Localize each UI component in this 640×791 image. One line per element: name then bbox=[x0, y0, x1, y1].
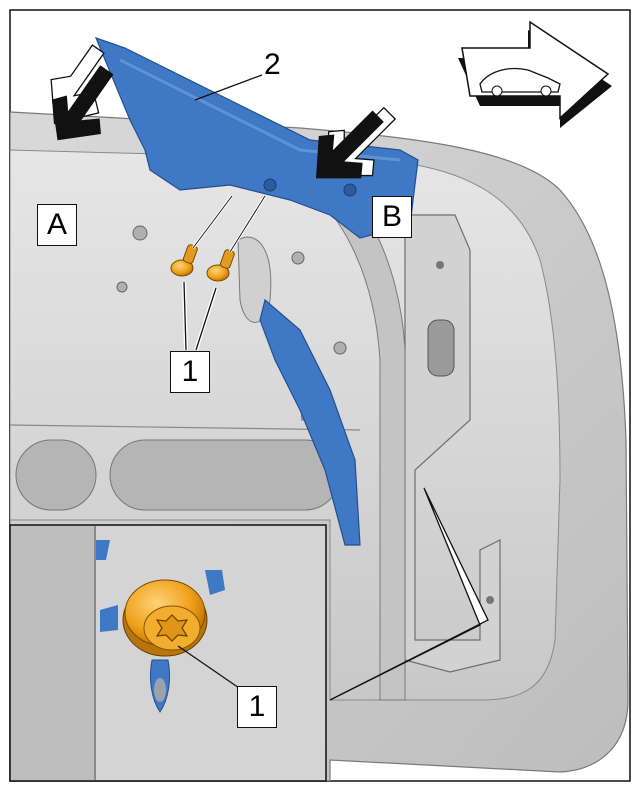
car-direction-icon bbox=[458, 20, 612, 128]
part-label-1: 1 bbox=[170, 351, 210, 393]
panel-opening bbox=[15, 439, 97, 511]
detail-inset bbox=[9, 524, 327, 782]
detail-label-1: 1 bbox=[237, 686, 277, 728]
panel-hole bbox=[116, 281, 128, 293]
arrow-b bbox=[315, 106, 397, 179]
bracket-slot bbox=[427, 319, 455, 377]
screw-right bbox=[206, 249, 235, 282]
trim-hole bbox=[343, 183, 357, 197]
part-label-2: 2 bbox=[264, 48, 281, 81]
panel-hole bbox=[291, 251, 305, 265]
panel-hole bbox=[132, 225, 148, 241]
bracket-hole bbox=[436, 261, 444, 269]
view-label-b: B bbox=[372, 196, 412, 238]
bracket-hole bbox=[486, 596, 494, 604]
trim-lower bbox=[259, 298, 361, 546]
torx-screw-icon bbox=[122, 579, 208, 657]
panel-hole bbox=[333, 341, 347, 355]
view-label-a: A bbox=[37, 204, 77, 246]
arrow-a bbox=[50, 44, 114, 141]
panel-opening bbox=[109, 439, 341, 511]
mount-plate bbox=[237, 236, 272, 323]
inset-pointer bbox=[329, 487, 489, 701]
trim-hole bbox=[263, 178, 277, 192]
